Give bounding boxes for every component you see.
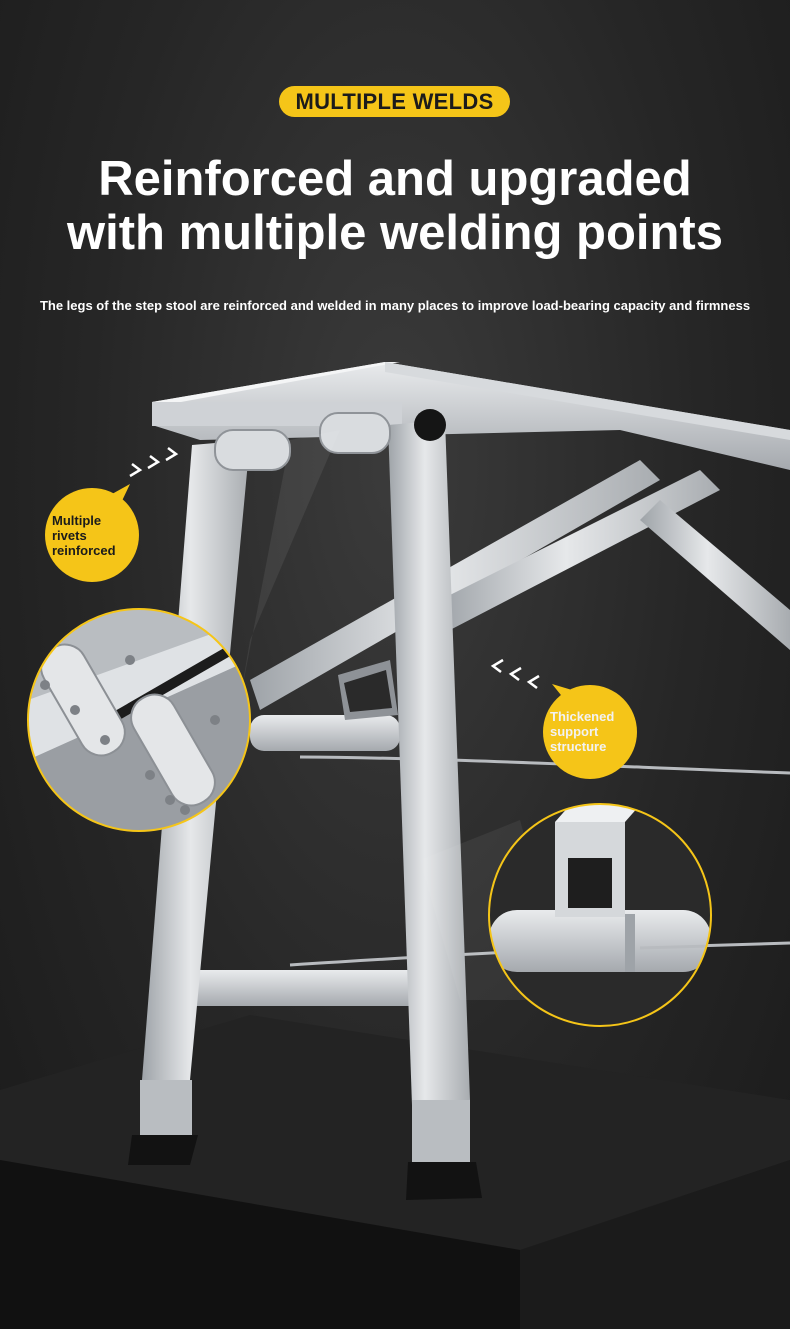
callout-support-text: Thickened support structure bbox=[550, 709, 640, 754]
subtitle: The legs of the step stool are reinforce… bbox=[39, 298, 751, 313]
feature-badge-label: MULTIPLE WELDS bbox=[295, 88, 494, 114]
arrow-marks-support bbox=[490, 658, 540, 689]
zoom-circle-support bbox=[488, 803, 712, 1027]
headline-line-2: with multiple welding points bbox=[66, 206, 724, 260]
callout-support-line-2: support bbox=[550, 724, 599, 739]
callout-rivets-line-1: Multiple bbox=[52, 513, 102, 528]
zoom-spotlight-a bbox=[240, 430, 340, 700]
callout-support-line-1: Thickened bbox=[550, 709, 615, 724]
callout-support-line-3: structure bbox=[550, 739, 607, 754]
callout-bubble-rivets bbox=[45, 484, 139, 582]
callout-bubble-support bbox=[543, 684, 637, 779]
callout-rivets-text: Multiple rivets reinforced bbox=[52, 513, 142, 558]
callout-rivets-line-2: rivets bbox=[52, 528, 87, 543]
zoom-circle-rivets bbox=[27, 608, 251, 832]
headline-line-1: Reinforced and upgraded bbox=[98, 152, 692, 206]
rivet-hinges bbox=[214, 412, 391, 471]
feature-badge: MULTIPLE WELDS bbox=[279, 86, 510, 117]
stool-leg-right bbox=[388, 409, 482, 1200]
callout-rivets-line-3: reinforced bbox=[52, 543, 116, 558]
cross-braces bbox=[176, 460, 790, 1006]
pedestal bbox=[0, 1015, 790, 1329]
arrow-marks-rivets bbox=[129, 447, 179, 478]
headline: Reinforced and upgraded with multiple we… bbox=[0, 152, 790, 260]
